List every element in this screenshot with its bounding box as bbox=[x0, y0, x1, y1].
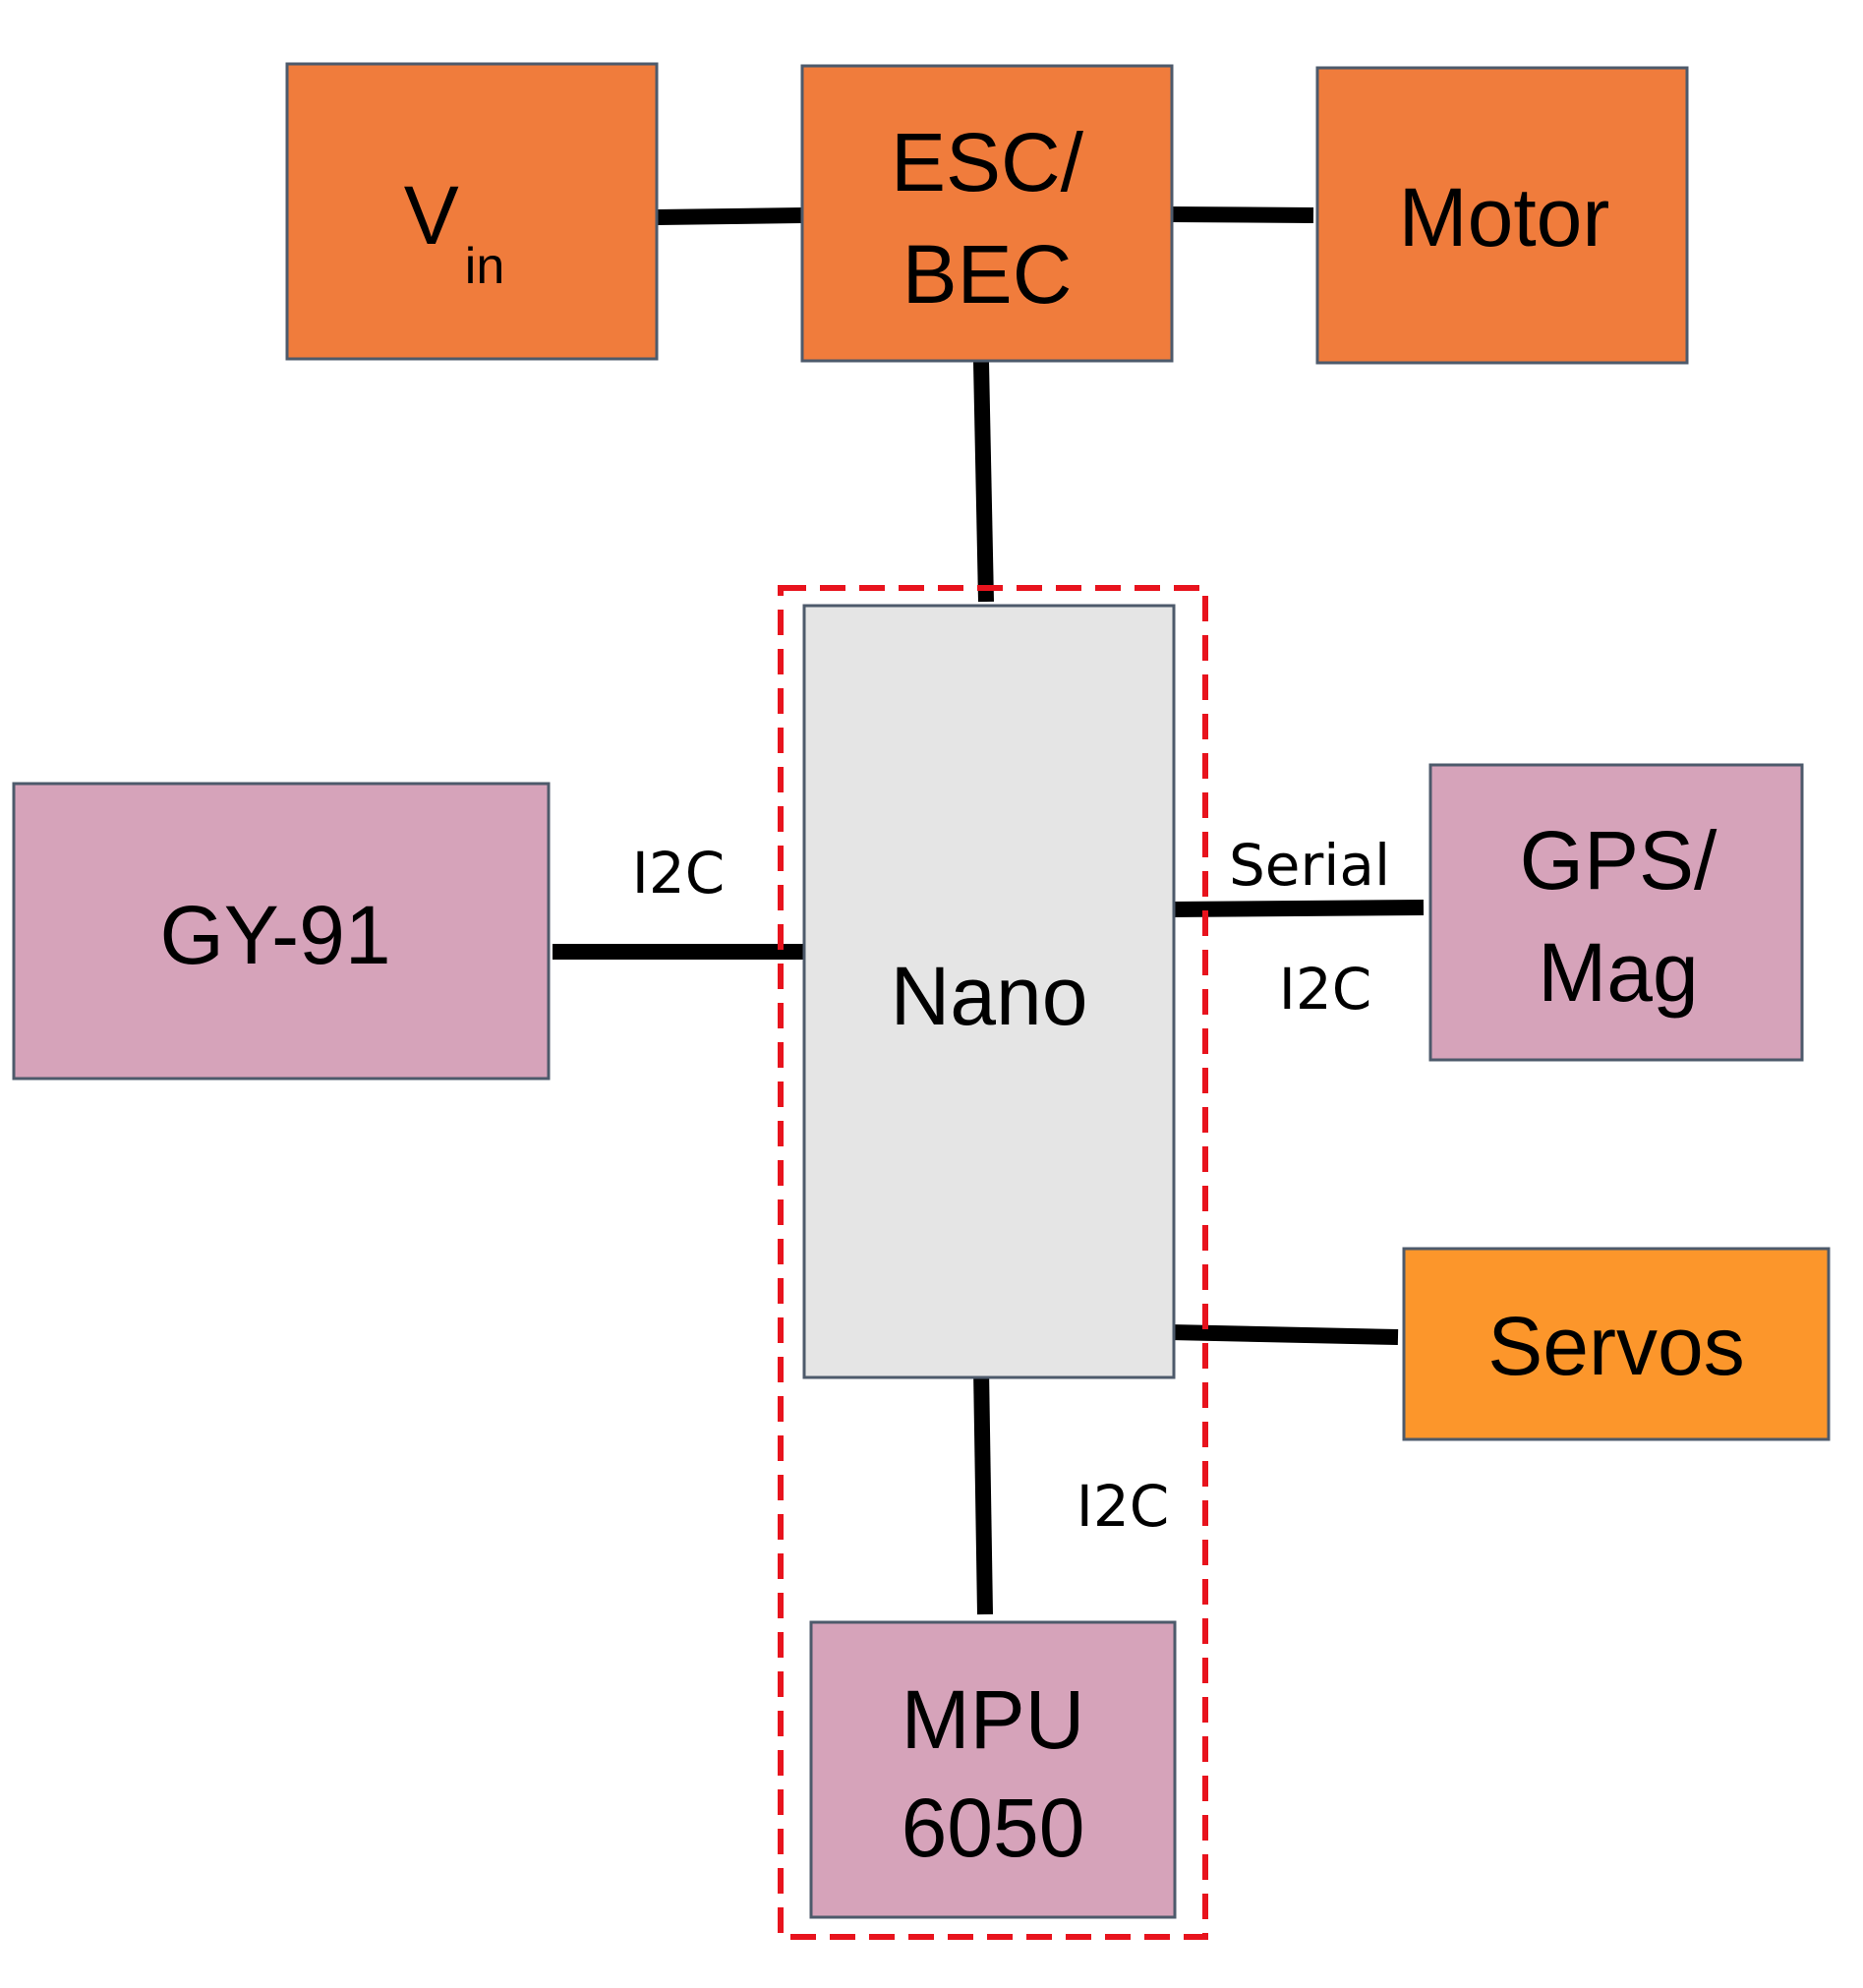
gy91-label: GY-91 bbox=[159, 889, 390, 981]
gps-serial-protocol-label: Serial bbox=[1229, 832, 1390, 899]
wire-esc-nano bbox=[973, 361, 994, 603]
gy91-nano-protocol-label: I2C bbox=[632, 840, 726, 906]
vin-label: Vin bbox=[404, 169, 505, 295]
vin-block bbox=[285, 62, 659, 361]
wire-nano-gps bbox=[1169, 900, 1425, 917]
mpu6050-block bbox=[809, 1620, 1177, 1919]
nano-mpu-protocol-label: I2C bbox=[1077, 1473, 1170, 1540]
nano-block bbox=[802, 604, 1176, 1379]
wire-esc-motor bbox=[1169, 206, 1314, 223]
gps-mag-label-line1: GPS/ bbox=[1520, 814, 1717, 906]
servos-label: Servos bbox=[1487, 1300, 1744, 1392]
motor-label: Motor bbox=[1399, 171, 1610, 263]
servos-block bbox=[1402, 1247, 1831, 1441]
wire-nano-mpu bbox=[973, 1368, 993, 1615]
wire-nano-servos bbox=[1169, 1324, 1399, 1345]
flight-controller-outline bbox=[778, 585, 1208, 1940]
mpu6050-label-line1: MPU bbox=[902, 1673, 1085, 1766]
gy91-block bbox=[12, 782, 551, 1081]
nano-label: Nano bbox=[891, 950, 1088, 1042]
wire-vin-esc bbox=[656, 207, 803, 225]
gps-mag-block bbox=[1428, 763, 1804, 1062]
mpu6050-label-line2: 6050 bbox=[902, 1782, 1085, 1874]
esc-bec-label-line1: ESC/ bbox=[891, 116, 1084, 208]
gps-i2c-protocol-label: I2C bbox=[1279, 956, 1372, 1023]
gps-mag-label-line2: Mag bbox=[1538, 926, 1698, 1019]
esc-bec-label-line2: BEC bbox=[902, 228, 1073, 321]
esc-bec-block bbox=[800, 64, 1174, 363]
motor-block bbox=[1315, 66, 1689, 365]
wires bbox=[553, 206, 1425, 1615]
vin-subscript: in bbox=[465, 238, 504, 295]
